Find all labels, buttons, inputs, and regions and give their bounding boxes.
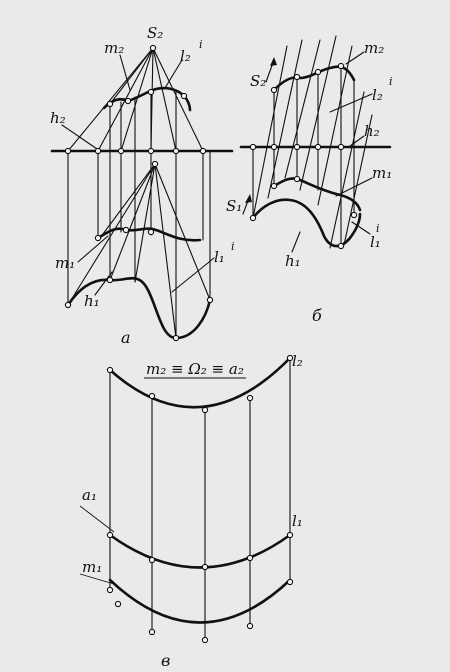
a-rays-from-s1 bbox=[67, 163, 211, 339]
a-label-l2-sup: i bbox=[199, 38, 203, 51]
a-l2-leader bbox=[164, 59, 183, 89]
c-label-m2-equivalence: m₂ ≡ Ω₂ ≡ a₂ bbox=[146, 360, 244, 378]
figure-b: S₂ m₂ l₂ i h₂ S₁ m₁ h₁ l₁ i б bbox=[226, 35, 393, 325]
c-a1-arc bbox=[108, 533, 292, 569]
b-label-s2: S₂ bbox=[250, 72, 266, 90]
a-label-m1: m₁ bbox=[55, 254, 75, 272]
c-points bbox=[106, 354, 294, 644]
b-caption: б bbox=[312, 306, 322, 325]
c-caption: в bbox=[161, 651, 170, 670]
a-label-l2: l₂ bbox=[180, 47, 191, 65]
b-m1-curve bbox=[272, 177, 362, 212]
figure-c: m₂ ≡ Ω₂ ≡ a₂ l₂ a₁ l₁ m₁ в bbox=[79, 352, 303, 670]
a-h2-leader bbox=[61, 124, 101, 152]
b-l2-leader bbox=[329, 93, 373, 113]
b-h1-leader bbox=[291, 231, 301, 253]
b-h1-curve bbox=[251, 198, 362, 248]
c-label-m1: m₁ bbox=[82, 558, 102, 576]
a-h1-leader bbox=[94, 271, 113, 296]
c-label-l1: l₁ bbox=[292, 512, 303, 530]
b-s2-arrow-head bbox=[270, 57, 277, 66]
a-label-s2: S₂ bbox=[147, 24, 163, 42]
a-m2-curve bbox=[102, 86, 192, 112]
b-label-l1: l₁ bbox=[370, 233, 381, 251]
c-m2-arc bbox=[108, 356, 292, 409]
b-label-s1: S₁ bbox=[226, 197, 242, 215]
c-label-a1: a₁ bbox=[82, 486, 97, 504]
b-s1-arrow-head bbox=[245, 194, 252, 203]
b-label-m2: m₂ bbox=[364, 39, 384, 57]
c-a1-leader bbox=[79, 505, 115, 533]
b-points bbox=[249, 62, 358, 250]
b-label-l2: l₂ bbox=[372, 86, 383, 104]
c-label-l2: l₂ bbox=[292, 352, 303, 370]
b-label-m1: m₁ bbox=[372, 164, 392, 182]
a-caption: а bbox=[121, 328, 131, 347]
c-vertical-lines bbox=[109, 357, 291, 641]
a-label-m2: m₂ bbox=[104, 39, 124, 57]
a-m1-leader bbox=[77, 235, 109, 263]
b-l1-leader bbox=[351, 221, 371, 235]
c-m1-arc bbox=[108, 578, 292, 624]
a-m2-leader bbox=[119, 54, 131, 91]
a-label-l1: l₁ bbox=[214, 248, 225, 266]
a-label-h1: h₁ bbox=[84, 292, 100, 310]
b-vertical-lines bbox=[252, 65, 355, 247]
a-h1-curve bbox=[66, 276, 212, 340]
b-label-h1: h₁ bbox=[285, 252, 301, 270]
a-label-h2: h₂ bbox=[50, 109, 66, 127]
b-label-h2: h₂ bbox=[364, 122, 380, 140]
b-m2-curve bbox=[272, 65, 356, 92]
b-h2-leader bbox=[349, 135, 365, 147]
b-label-l2-sup: i bbox=[389, 75, 393, 88]
b-m1-leader bbox=[335, 177, 373, 197]
b-m2-leader bbox=[345, 51, 365, 65]
a-label-l1-sup: i bbox=[231, 240, 235, 253]
c-m1-leader bbox=[79, 573, 115, 585]
b-label-l1-sup: i bbox=[376, 222, 380, 235]
a-points bbox=[64, 44, 214, 342]
figure-a: S₂ m₂ l₂ i h₂ m₁ h₁ l₁ i а bbox=[50, 24, 235, 347]
a-m1-upper-curve bbox=[96, 227, 202, 242]
a-l1-leader bbox=[171, 257, 215, 293]
